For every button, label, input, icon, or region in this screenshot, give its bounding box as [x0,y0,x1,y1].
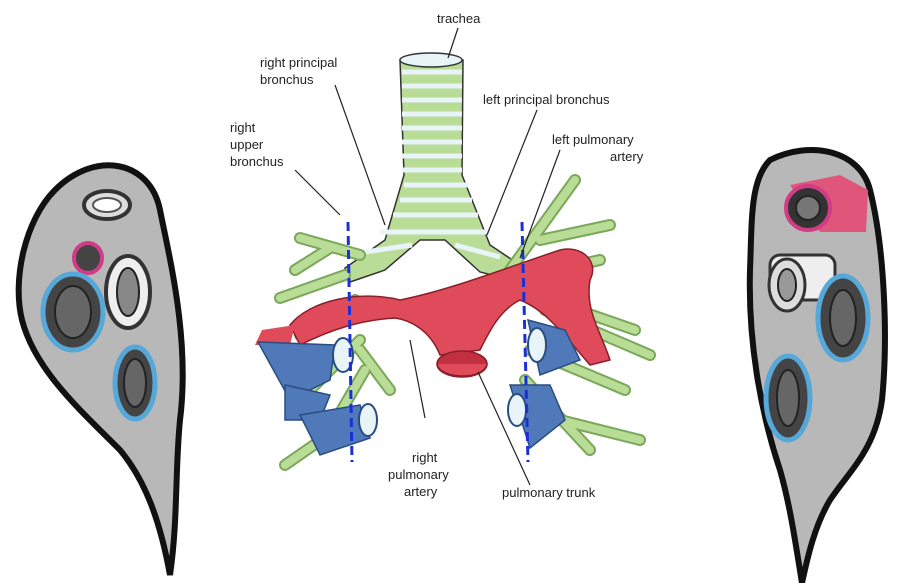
label-pulmonary-trunk: pulmonary trunk [502,485,596,500]
label-right-principal-bronchus: right principal bronchus [260,55,341,87]
label-right-pulmonary-artery: right pulmonary artery [388,450,452,499]
left-root-section-icon [19,165,183,575]
label-right-upper-bronchus: right upper bronchus [230,120,284,169]
bronchial-tree-icon [255,53,650,465]
label-left-pulmonary-artery: left pulmonary artery [552,132,644,164]
label-trachea: trachea [437,11,481,26]
right-root-section-icon [750,150,885,583]
label-left-principal-bronchus: left principal bronchus [483,92,610,107]
